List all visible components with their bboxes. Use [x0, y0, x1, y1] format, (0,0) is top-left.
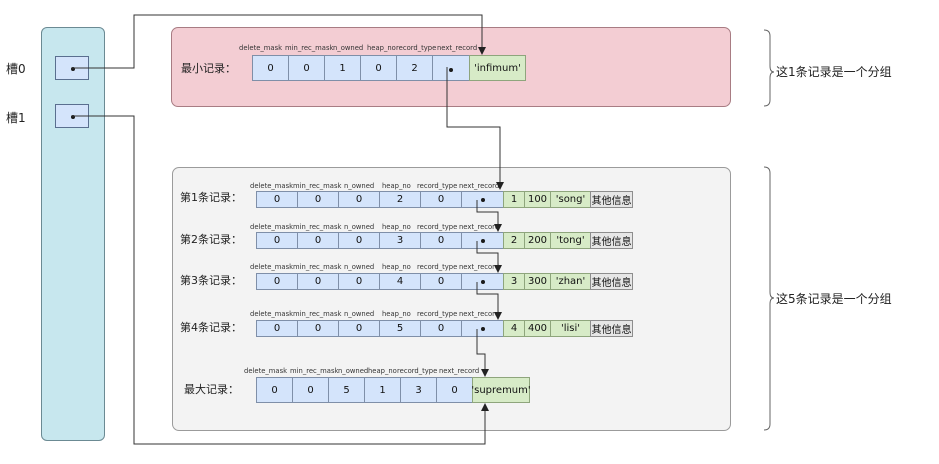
- slot0-label: 槽0: [6, 62, 26, 76]
- record-type-cell: 0: [420, 191, 462, 208]
- max-record-label: 最大记录：: [184, 383, 239, 396]
- min-record-label: 最小记录：: [181, 62, 236, 75]
- delete-mask-cell: 0: [252, 55, 289, 81]
- header-heap-no: heap_no: [382, 182, 411, 190]
- record-type-cell: 0: [420, 232, 462, 249]
- n-owned-cell: 5: [328, 377, 365, 403]
- record-2-row: 0 0 0 3 0 2 200 'tong' 其他信息: [256, 232, 633, 249]
- header-n-owned: n_owned: [344, 223, 375, 231]
- header-heap-no: heap_no: [382, 310, 411, 318]
- min-rec-mask-cell: 0: [292, 377, 329, 403]
- record-1-row: 0 0 0 2 0 1 100 'song' 其他信息: [256, 191, 633, 208]
- next-record-dot: [481, 327, 485, 331]
- next-record-dot: [481, 239, 485, 243]
- header-record-type: record_type: [396, 44, 437, 52]
- record-4-row: 0 0 0 5 0 4 400 'lisi' 其他信息: [256, 320, 633, 337]
- record4-next-arrow: [476, 329, 489, 377]
- header-delete-mask: delete_mask: [250, 310, 294, 318]
- header-delete-mask: delete_mask: [250, 223, 294, 231]
- record-label: 第3条记录：: [180, 274, 242, 287]
- heap-no-cell: 5: [379, 320, 421, 337]
- record-label: 第1条记录：: [180, 191, 242, 204]
- max-record-row: 0 0 5 1 3 0 'supremum': [256, 377, 531, 403]
- header-n-owned: n_owned: [344, 182, 375, 190]
- header-min-rec-mask: min_rec_mask: [293, 223, 342, 231]
- header-delete-mask: delete_mask: [239, 44, 283, 52]
- header-delete-mask: delete_mask: [250, 182, 294, 190]
- slot1-label: 槽1: [6, 111, 26, 125]
- header-record-type: record_type: [417, 223, 458, 231]
- infimum-cell: 'infimum': [469, 55, 526, 81]
- next-record-dot: [481, 198, 485, 202]
- other-info-cell: 其他信息: [590, 320, 633, 337]
- record3-next-arrow: [476, 282, 502, 320]
- next-record-cell: 0: [436, 377, 473, 403]
- header-min-rec-mask: min_rec_mask: [293, 263, 342, 271]
- header-record-type: record_type: [417, 263, 458, 271]
- brace-group2: [763, 166, 775, 431]
- slot1-pointer-dot: [71, 115, 75, 119]
- page-directory: [41, 27, 105, 441]
- header-next-record: next_record: [459, 223, 500, 231]
- other-info-cell: 其他信息: [590, 232, 633, 249]
- min-rec-mask-cell: 0: [288, 55, 325, 81]
- header-next-record: next_record: [459, 263, 500, 271]
- next-record-dot: [449, 68, 453, 72]
- brace-group1: [763, 29, 775, 107]
- header-n-owned: n_owned: [344, 310, 375, 318]
- header-heap-no: heap_no: [382, 263, 411, 271]
- next-record-dot: [481, 280, 485, 284]
- record-label: 第4条记录：: [180, 321, 242, 334]
- header-heap-no: heap_no: [367, 44, 396, 52]
- record1-next-arrow: [476, 200, 502, 232]
- header-min-rec-mask: min_rec_mask: [293, 182, 342, 190]
- record2-next-arrow: [476, 241, 502, 273]
- header-min-rec-mask: min_rec_mask: [290, 367, 339, 375]
- slot0-to-infimum-arrow: [72, 14, 486, 69]
- header-n-owned: n_owned: [344, 263, 375, 271]
- header-delete-mask: delete_mask: [244, 367, 288, 375]
- delete-mask-cell: 0: [256, 377, 293, 403]
- value-cell: 100: [524, 191, 551, 208]
- header-n-owned: n_owned: [333, 44, 364, 52]
- header-delete-mask: delete_mask: [250, 263, 294, 271]
- group1-description: 这1条记录是一个分组: [776, 65, 892, 79]
- min-record-row: 0 0 1 0 2 'infimum': [252, 55, 526, 81]
- heap-no-cell: 1: [364, 377, 401, 403]
- record-type-cell: 2: [396, 55, 433, 81]
- header-next-record: next_record: [439, 367, 480, 375]
- header-record-type: record_type: [417, 310, 458, 318]
- header-heap-no: heap_no: [368, 367, 397, 375]
- infimum-next-arrow: [446, 67, 504, 190]
- group2-description: 这5条记录是一个分组: [776, 292, 892, 306]
- header-heap-no: heap_no: [382, 223, 411, 231]
- n-owned-cell: 1: [324, 55, 361, 81]
- supremum-cell: 'supremum': [471, 377, 531, 403]
- header-next-record: next_record: [437, 44, 478, 52]
- slot1-to-supremum-arrow: [72, 115, 489, 445]
- header-n-owned: n_owned: [338, 367, 369, 375]
- other-info-cell: 其他信息: [590, 191, 633, 208]
- slot0-pointer-dot: [71, 67, 75, 71]
- header-record-type: record_type: [417, 182, 458, 190]
- header-min-rec-mask: min_rec_mask: [285, 44, 334, 52]
- id-cell: 3: [503, 273, 525, 290]
- header-next-record: next_record: [459, 310, 500, 318]
- other-info-cell: 其他信息: [590, 273, 633, 290]
- record-3-row: 0 0 0 4 0 3 300 'zhan' 其他信息: [256, 273, 633, 290]
- heap-no-cell: 4: [379, 273, 421, 290]
- header-next-record: next_record: [459, 182, 500, 190]
- header-min-rec-mask: min_rec_mask: [293, 310, 342, 318]
- record-label: 第2条记录：: [180, 233, 242, 246]
- header-record-type: record_type: [397, 367, 438, 375]
